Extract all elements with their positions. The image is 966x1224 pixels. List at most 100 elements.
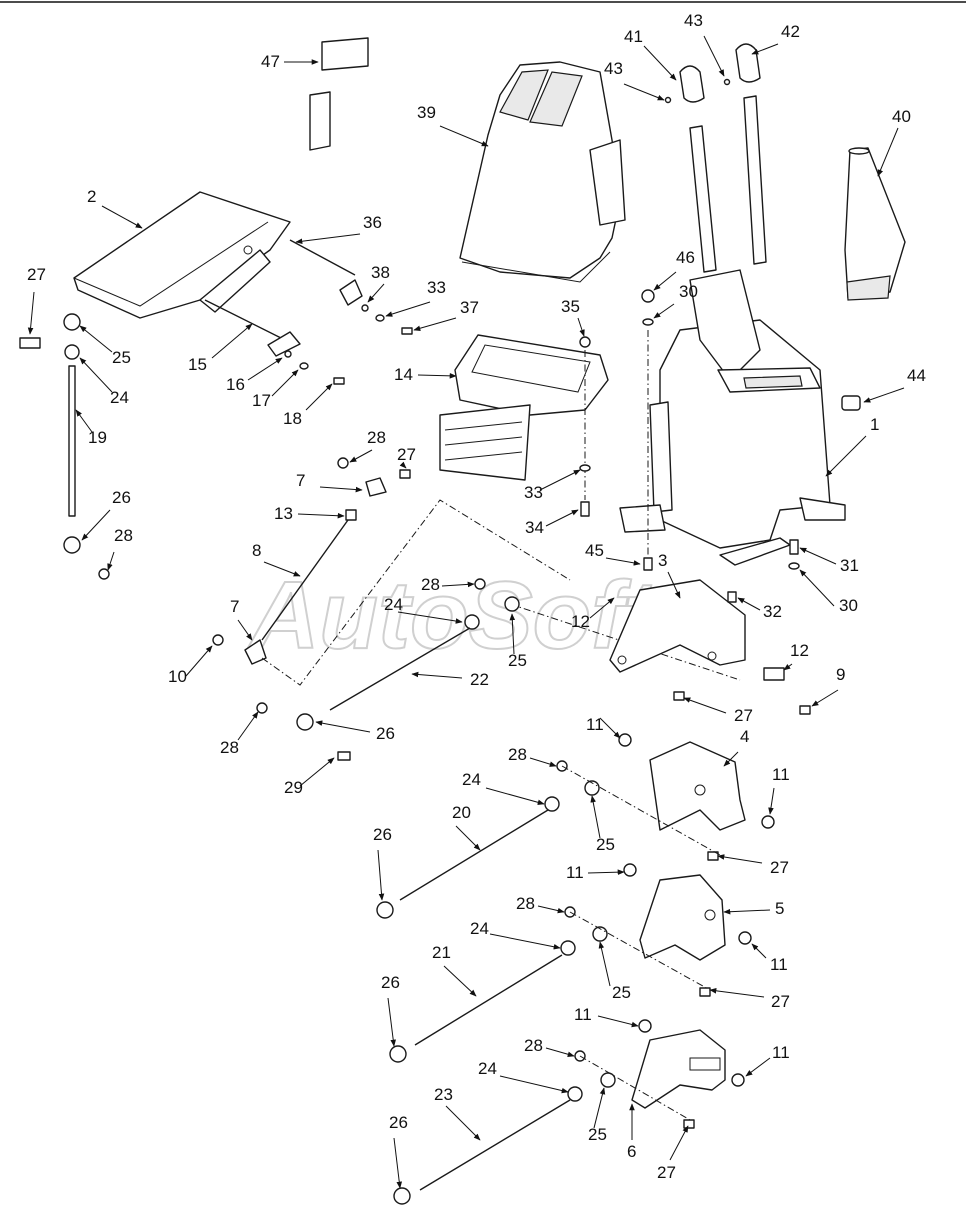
leader-26a [81,509,111,541]
callout-47: 47 [261,52,280,71]
nut-28-upper [337,457,349,469]
callout-33b: 33 [524,483,543,502]
leader-43b [703,35,725,77]
leader-25d [598,941,611,987]
callout-34: 34 [525,518,544,537]
nut-11a [618,733,632,747]
callout-11a: 11 [586,715,604,734]
callout-42: 42 [781,22,800,41]
callout-7a: 7 [296,471,305,490]
rod-end-25-b5 [592,926,608,942]
callout-30b: 30 [839,596,858,615]
callout-33a: 33 [427,278,446,297]
callout-40: 40 [892,107,911,126]
callout-11e: 11 [574,1005,592,1024]
rod-end-25-b4 [584,780,600,796]
knob-41 [679,65,705,103]
washer-33a [375,314,385,322]
callout-35: 35 [561,297,580,316]
leader-4 [723,751,739,767]
callout-18: 18 [283,409,302,428]
leader-32 [737,597,761,611]
leader-10 [185,645,213,677]
callout-28d: 28 [220,738,239,757]
nut-10 [212,634,224,646]
callout-39: 39 [417,103,436,122]
callout-24d: 24 [470,919,489,938]
washer-17 [299,362,309,370]
rod-end-7-lower [244,639,267,665]
bolt-32 [727,591,737,603]
callout-43a: 43 [604,59,623,78]
bolt-27-left [19,337,41,349]
callout-1: 1 [870,415,879,434]
callout-27f: 27 [657,1163,676,1182]
leader-24b [397,611,463,624]
bolt-29 [337,751,351,761]
leader-5 [723,908,771,915]
leader-17 [271,369,299,397]
callout-26b: 26 [376,724,395,743]
rod-23 [419,1099,571,1191]
leader-38 [367,283,385,303]
callout-16: 16 [226,375,245,394]
leader-41 [643,45,677,81]
nut-11f [731,1073,745,1087]
leader-26c [377,849,385,901]
leader-25e [593,1087,606,1129]
rod-end-26-b5 [389,1045,407,1063]
leader-29 [299,757,335,787]
callout-11c: 11 [566,863,584,882]
callout-31: 31 [840,556,859,575]
assembly-path-left [261,499,571,686]
leader-7a [319,486,363,493]
leader-24d [489,933,561,950]
callout-11d: 11 [770,955,788,974]
leader-28b [107,551,115,571]
pin-38 [361,304,369,312]
screw-18 [333,377,345,385]
callout-14: 14 [394,365,413,384]
bolt-31 [789,539,799,555]
bracket-4 [649,741,746,831]
assembly-path-b5 [569,911,711,991]
callout-17: 17 [252,391,271,410]
leader-9 [811,689,839,707]
callout-26a: 26 [112,488,131,507]
bracket-5 [639,874,726,961]
leader-1 [825,435,867,477]
nut-24-b4 [544,796,560,812]
leader-27f [669,1125,689,1161]
leader-3 [667,571,681,599]
screw-34 [580,501,590,517]
console-cover-39 [459,61,626,283]
callout-19: 19 [88,428,107,447]
rod-end-25-b6 [600,1072,616,1088]
callout-43b: 43 [684,11,703,30]
leader-27c [683,697,727,714]
bolt-45 [643,557,653,571]
leader-7b [237,619,253,641]
bolt-35 [579,336,591,348]
callout-10: 10 [168,667,187,686]
nut-13 [345,509,357,521]
rod-22 [329,627,471,711]
leader-26d [387,997,396,1047]
callout-28e: 28 [508,745,527,764]
pin-12-right [763,667,785,681]
control-lever-set-1 [619,95,846,566]
washer-30a [642,318,654,326]
callout-37: 37 [460,298,479,317]
callout-27c: 27 [734,706,753,725]
rod-20 [399,809,549,901]
callout-32: 32 [763,602,782,621]
callout-24a: 24 [110,388,129,407]
callout-26e: 26 [389,1113,408,1132]
callout-11b: 11 [772,765,790,784]
bolt-27-b5 [699,987,711,997]
leader-19 [75,409,93,433]
leader-11d [751,943,767,959]
callout-labels: 1234567789101111111111111212131415161718… [27,11,926,1182]
leader-12a [589,597,615,619]
